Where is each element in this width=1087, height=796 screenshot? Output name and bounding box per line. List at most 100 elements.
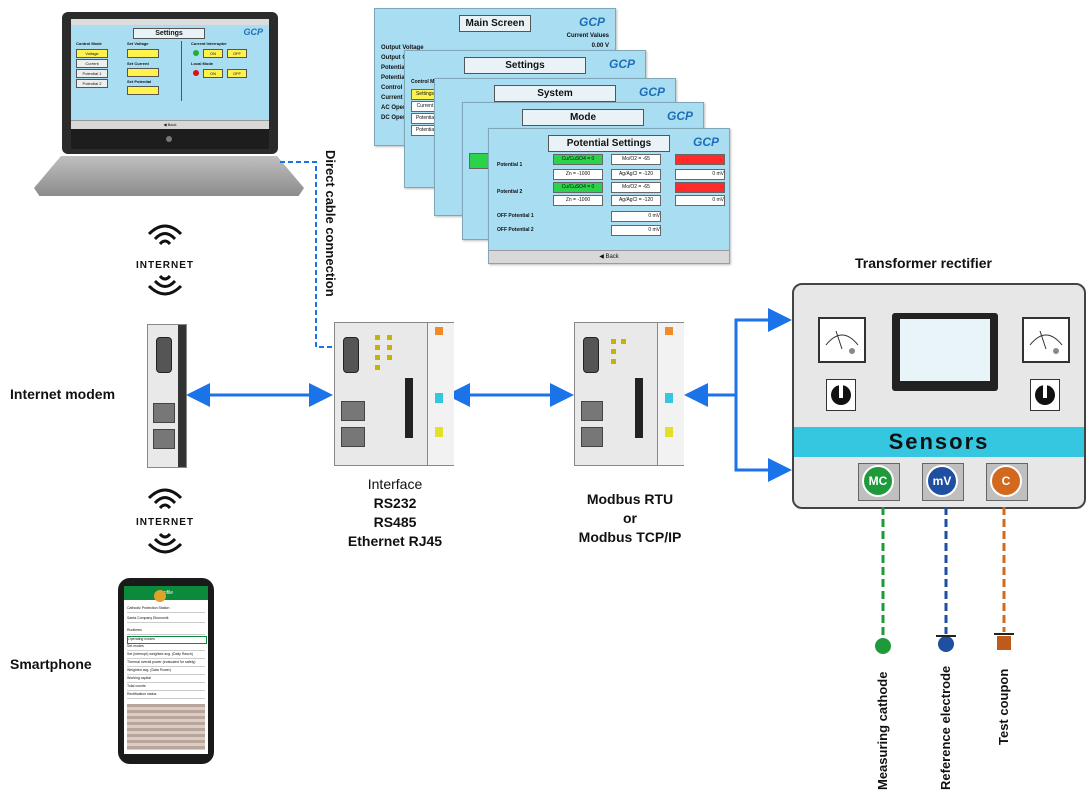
- local-on-button[interactable]: ON: [203, 69, 223, 78]
- potential-1-label: Potential 1: [497, 162, 523, 168]
- laptop-back-button[interactable]: ◀ Back: [71, 120, 269, 129]
- settings-screen-title: Settings: [464, 57, 586, 74]
- interface-title: Interface: [367, 476, 423, 492]
- p2-red-indicator: [675, 182, 725, 193]
- potential-2-label: Potential 2: [497, 189, 523, 195]
- interface-dsub-port: [343, 337, 359, 373]
- phone-item-10[interactable]: Total counts: [127, 684, 205, 691]
- modem-side-strip: [178, 325, 186, 467]
- main-row-4: Control: [381, 85, 403, 91]
- p1-cu-cuso4[interactable]: Cu/CuSO4 = 0: [553, 154, 603, 165]
- interface-stripe-orange: [435, 327, 443, 335]
- phone-item-1[interactable]: Cathodic Protection Station: [127, 606, 205, 613]
- off-potential-2-label: OFF Potential 2: [497, 227, 534, 233]
- main-row-6: AC Oper: [381, 105, 406, 111]
- main-row-5: Current: [381, 95, 403, 101]
- arrow-rectifier-bottom: [734, 395, 792, 482]
- interface-eth-port-2: [341, 427, 365, 447]
- system-screen-title: System: [494, 85, 616, 102]
- modbus-led-3: [611, 359, 616, 364]
- interface-led-2: [375, 345, 380, 350]
- local-led-red: [193, 70, 199, 76]
- interface-eth: Ethernet RJ45: [347, 533, 443, 549]
- p1-mo-o2[interactable]: Mo/O2 = -65: [611, 154, 661, 165]
- p2-mv[interactable]: 0 mV: [675, 195, 725, 206]
- modbus-led-2: [611, 349, 616, 354]
- potential-back-button[interactable]: ◀ Back: [489, 250, 729, 263]
- phone-header-label: Profile: [158, 590, 174, 596]
- phone-item-6[interactable]: Set (interrupt) weighted avg. (Daily Ras…: [127, 652, 205, 659]
- modbus-led-4: [621, 339, 626, 344]
- p1-ag-agcl[interactable]: Ag/AgCl = -120: [611, 169, 661, 180]
- laptop-divider: [181, 41, 182, 101]
- phone-item-4[interactable]: Operating modes: [127, 636, 207, 644]
- p1-zn[interactable]: Zn = -1000: [553, 169, 603, 180]
- laptop-btn-potential-1[interactable]: Potential 1: [76, 69, 108, 78]
- set-potential-field[interactable]: [127, 86, 159, 95]
- local-off-button[interactable]: OFF: [227, 69, 247, 78]
- modbus-rtu: Modbus RTU: [586, 491, 674, 507]
- laptop: Settings GCP Control Mode Set Voltage Cu…: [34, 10, 304, 200]
- modbus-eth-port-1: [581, 401, 603, 421]
- mv-terminal: [938, 636, 954, 652]
- interface-led-5: [387, 335, 392, 340]
- interrupter-off-button[interactable]: OFF: [227, 49, 247, 58]
- interface-led-1: [375, 335, 380, 340]
- reference-electrode-label: Reference electrode: [938, 665, 953, 790]
- internet-modem-label: Internet modem: [10, 386, 116, 402]
- p2-cu-cuso4[interactable]: Cu/CuSO4 = 0: [553, 182, 603, 193]
- left-selector-switch[interactable]: [826, 379, 856, 411]
- interface-rs232: RS232: [373, 495, 417, 511]
- system-screen-logo: GCP: [638, 85, 665, 99]
- laptop-btn-voltage[interactable]: Voltage: [76, 49, 108, 58]
- arrow-rectifier-top: [734, 308, 792, 395]
- mv-badge: mV: [926, 465, 958, 497]
- laptop-btn-current[interactable]: Current: [76, 59, 108, 68]
- phone-item-9[interactable]: Working capital: [127, 676, 205, 683]
- phone-item-8[interactable]: Weighted avg. (Data Power): [127, 668, 205, 675]
- laptop-btn-potential-2[interactable]: Potential 2: [76, 79, 108, 88]
- phone-item-5[interactable]: Set modes: [127, 644, 205, 651]
- modbus-dsub-port: [583, 337, 599, 373]
- off-potential-1-value[interactable]: 0 mV: [611, 211, 661, 222]
- p2-mo-o2[interactable]: Mo/O2 = -65: [611, 182, 661, 193]
- phone-item-2[interactable]: Santa Company Ekonomik: [127, 616, 205, 623]
- left-meter: [818, 317, 866, 363]
- transformer-label: Transformer rectifier: [855, 255, 992, 271]
- interface-label-block: Interface RS232 RS485 Ethernet RJ45: [320, 475, 470, 551]
- hmi-display: [892, 313, 998, 391]
- modbus-eth-port-2: [581, 427, 603, 447]
- main-row-1: Output C: [381, 55, 407, 61]
- off-potential-2-value[interactable]: 0 mV: [611, 225, 661, 236]
- laptop-base: [34, 156, 304, 196]
- right-selector-switch[interactable]: [1030, 379, 1060, 411]
- smartphone-label: Smartphone: [10, 656, 92, 672]
- interrupter-on-button[interactable]: ON: [203, 49, 223, 58]
- interface-eth-port-1: [341, 401, 365, 421]
- phone-item-7[interactable]: Thermal overall power (evaluated for saf…: [127, 660, 205, 667]
- hmi-screen: [900, 319, 990, 381]
- phone-app-icon: [154, 590, 166, 602]
- right-meter-gauge-icon: [1029, 330, 1063, 354]
- p2-zn[interactable]: Zn = -1000: [553, 195, 603, 206]
- p1-mv[interactable]: 0 mV: [675, 169, 725, 180]
- potential-back-label: Back: [605, 254, 619, 260]
- set-current-field[interactable]: [127, 68, 159, 77]
- interface-stripe-blue: [435, 393, 443, 403]
- phone-item-11[interactable]: Rectification status: [127, 692, 205, 699]
- p2-ag-agcl[interactable]: Ag/AgCl = -120: [611, 195, 661, 206]
- interrupter-led-green: [193, 50, 199, 56]
- test-coupon-label: Test coupon: [996, 668, 1011, 745]
- laptop-screen-title: Settings: [133, 28, 205, 39]
- modbus-label-block: Modbus RTU or Modbus TCP/IP: [555, 490, 705, 547]
- modbus-stripe-blue: [665, 393, 673, 403]
- laptop-screen: Settings GCP Control Mode Set Voltage Cu…: [71, 19, 269, 129]
- set-potential-label: Set Potential: [127, 79, 152, 84]
- transformer-panel: Sensors MC mV C: [792, 283, 1086, 509]
- modbus-device: [574, 322, 684, 466]
- phone-item-3[interactable]: Runtimes: [127, 628, 205, 635]
- interface-stripe-yellow: [435, 427, 443, 437]
- set-voltage-field[interactable]: [127, 49, 159, 58]
- settings-item-1: Control M: [411, 79, 435, 85]
